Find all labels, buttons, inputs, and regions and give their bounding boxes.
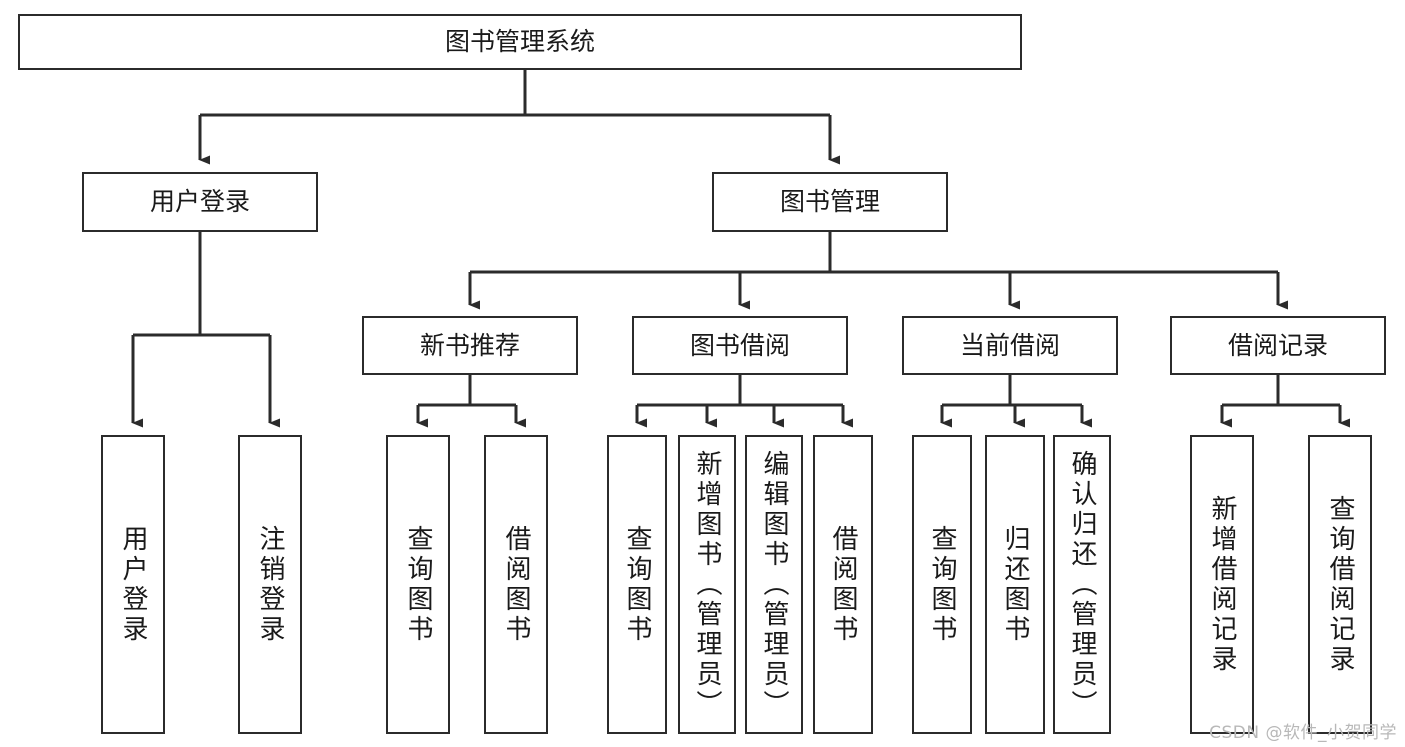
node-leaf-add-book-label: 新增图书（管理员） [692, 449, 722, 720]
node-root[interactable]: 图书管理系统 [18, 14, 1022, 70]
node-user-login[interactable]: 用户登录 [82, 172, 318, 232]
node-leaf-add-borrow-record-label: 新增借阅记录 [1207, 494, 1237, 675]
node-leaf-confirm-return[interactable]: 确认归还（管理员） [1053, 435, 1111, 734]
node-leaf-query-book-current-label: 查询图书 [927, 524, 957, 645]
node-leaf-return-book[interactable]: 归还图书 [985, 435, 1045, 734]
node-book-borrow[interactable]: 图书借阅 [632, 316, 848, 375]
node-new-book-recommend-label: 新书推荐 [419, 330, 520, 360]
node-borrow-record-label: 借阅记录 [1227, 330, 1328, 360]
node-leaf-user-login[interactable]: 用户登录 [101, 435, 165, 734]
node-leaf-return-book-label: 归还图书 [1000, 524, 1030, 645]
node-root-label: 图书管理系统 [444, 27, 595, 57]
node-leaf-user-login-label: 用户登录 [118, 524, 148, 645]
node-leaf-add-book[interactable]: 新增图书（管理员） [678, 435, 736, 734]
node-book-management[interactable]: 图书管理 [712, 172, 948, 232]
node-leaf-query-book-recommend-label: 查询图书 [403, 524, 433, 645]
node-leaf-borrow-book-label: 借阅图书 [828, 524, 858, 645]
node-leaf-query-book-current[interactable]: 查询图书 [912, 435, 972, 734]
node-leaf-edit-book[interactable]: 编辑图书（管理员） [745, 435, 803, 734]
node-leaf-query-borrow-record[interactable]: 查询借阅记录 [1308, 435, 1372, 734]
node-leaf-confirm-return-label: 确认归还（管理员） [1067, 449, 1097, 720]
node-borrow-record[interactable]: 借阅记录 [1170, 316, 1386, 375]
node-leaf-query-book-borrow[interactable]: 查询图书 [607, 435, 667, 734]
node-book-management-label: 图书管理 [779, 187, 880, 217]
node-leaf-logout[interactable]: 注销登录 [238, 435, 302, 734]
node-new-book-recommend[interactable]: 新书推荐 [362, 316, 578, 375]
node-user-login-label: 用户登录 [149, 187, 250, 217]
node-current-borrow-label: 当前借阅 [959, 330, 1060, 360]
node-current-borrow[interactable]: 当前借阅 [902, 316, 1118, 375]
node-leaf-borrow-book[interactable]: 借阅图书 [813, 435, 873, 734]
node-leaf-logout-label: 注销登录 [255, 524, 285, 645]
node-leaf-borrow-book-recommend-label: 借阅图书 [501, 524, 531, 645]
node-leaf-query-book-borrow-label: 查询图书 [622, 524, 652, 645]
node-book-borrow-label: 图书借阅 [689, 330, 790, 360]
node-leaf-edit-book-label: 编辑图书（管理员） [759, 449, 789, 720]
node-leaf-borrow-book-recommend[interactable]: 借阅图书 [484, 435, 548, 734]
node-leaf-add-borrow-record[interactable]: 新增借阅记录 [1190, 435, 1254, 734]
node-leaf-query-book-recommend[interactable]: 查询图书 [386, 435, 450, 734]
node-leaf-query-borrow-record-label: 查询借阅记录 [1325, 494, 1355, 675]
